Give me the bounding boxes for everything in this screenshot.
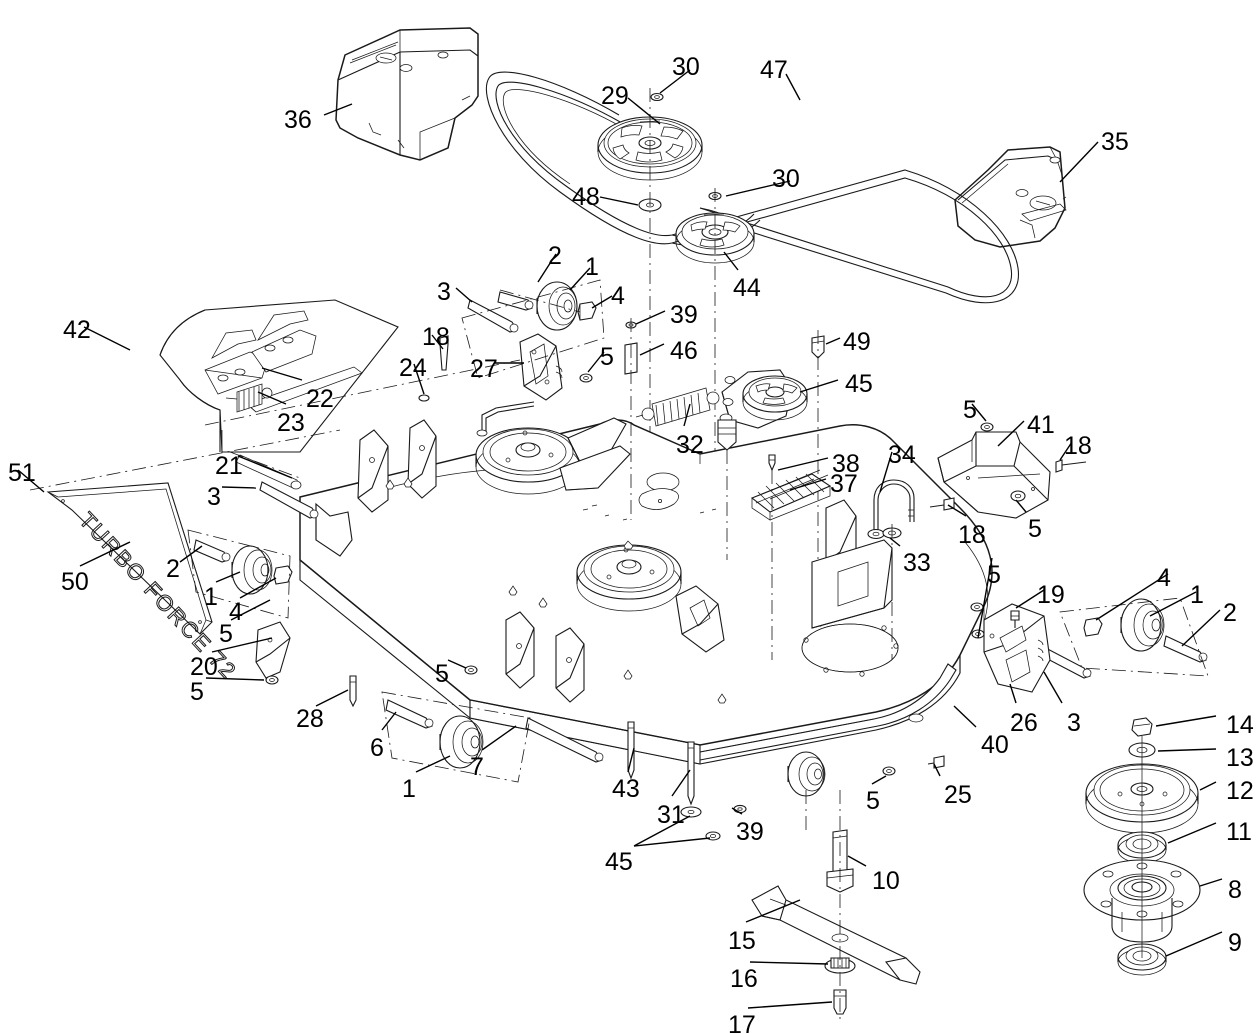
callout-29: 29 (601, 82, 629, 110)
part-idler-arm-45 (717, 369, 808, 560)
callout-12: 12 (1226, 777, 1254, 805)
part-roller-assembly-bottom-left (349, 665, 604, 783)
callout-33: 33 (903, 549, 931, 577)
callout-8: 8 (1228, 876, 1242, 904)
callout-1-top: 1 (585, 253, 599, 281)
part-spring-23 (225, 383, 273, 413)
callout-5-a: 5 (600, 343, 614, 371)
callout-22: 22 (306, 385, 334, 413)
callout-4-left: 4 (229, 598, 243, 626)
callout-32: 32 (676, 431, 704, 459)
callout-44: 44 (733, 274, 761, 302)
callout-51: 51 (8, 459, 36, 487)
callout-23: 23 (277, 409, 305, 437)
callout-50: 50 (61, 568, 89, 596)
callout-5-c: 5 (1028, 515, 1042, 543)
callout-26: 26 (1010, 709, 1038, 737)
callout-11: 11 (1226, 818, 1252, 846)
callout-47: 47 (760, 56, 788, 84)
part-roller-assembly-right (970, 597, 1209, 693)
callout-41: 41 (1027, 411, 1055, 439)
callout-48: 48 (572, 183, 600, 211)
callout-39-upper: 39 (670, 301, 698, 329)
callout-17: 17 (728, 1011, 756, 1034)
callout-2-right: 2 (1223, 599, 1237, 627)
callout-5-f: 5 (190, 678, 204, 706)
callout-45-upper: 45 (845, 370, 873, 398)
callout-2-top: 2 (548, 242, 562, 270)
callout-21: 21 (215, 452, 243, 480)
callout-25: 25 (944, 781, 972, 809)
callout-7: 7 (470, 753, 484, 781)
callout-3-b: 3 (207, 483, 221, 511)
part-spacer-46 (624, 342, 638, 375)
callout-18-c: 18 (958, 521, 986, 549)
part-spindle-assembly (1083, 717, 1201, 976)
callout-5-h: 5 (866, 787, 880, 815)
callout-3-c: 3 (1067, 709, 1081, 737)
callout-3-top: 3 (437, 278, 451, 306)
callout-37: 37 (830, 470, 858, 498)
part-deck-pulley-left (475, 401, 631, 495)
callout-28: 28 (296, 705, 324, 733)
callout-5-e: 5 (219, 620, 233, 648)
part-spring-32 (635, 387, 720, 427)
callout-4-top: 4 (611, 282, 625, 310)
part-chute-deflector-42 (159, 299, 521, 490)
callout-16: 16 (730, 965, 758, 993)
callout-43: 43 (612, 775, 640, 803)
callout-39-lower: 39 (736, 818, 764, 846)
callout-4-right: 4 (1157, 564, 1171, 592)
callout-15: 15 (728, 927, 756, 955)
callout-49: 49 (843, 328, 871, 356)
callout-6: 6 (370, 734, 384, 762)
callout-31: 31 (657, 801, 685, 829)
leader-lines (17, 69, 1223, 1009)
part-rod-34 (867, 479, 915, 660)
deck-fasteners (385, 477, 727, 704)
part-belt-cover-35 (954, 146, 1067, 248)
callout-36: 36 (284, 106, 312, 134)
callout-24: 24 (399, 354, 427, 382)
part-nut-30-top (650, 92, 664, 102)
callout-38: 38 (832, 450, 860, 478)
part-belt-cover-36 (335, 27, 479, 161)
callout-35: 35 (1101, 128, 1129, 156)
part-decal-50: TURBO FORCE 72 (29, 429, 341, 685)
part-bolt-49 (811, 335, 825, 359)
callout-27: 27 (470, 355, 498, 383)
callout-5-b: 5 (963, 396, 977, 424)
callout-5-d: 5 (987, 561, 1001, 589)
callout-34: 34 (888, 441, 916, 469)
callout-13: 13 (1226, 744, 1254, 772)
callout-10: 10 (872, 867, 900, 895)
callout-30-lower: 30 (772, 165, 800, 193)
callout-18-b: 18 (1064, 432, 1092, 460)
callout-1-bottom: 1 (402, 775, 416, 803)
part-roller-assembly-top (418, 279, 605, 402)
callout-20: 20 (190, 653, 218, 681)
callout-42: 42 (63, 316, 91, 344)
callout-19: 19 (1037, 581, 1065, 609)
callout-2-left: 2 (166, 555, 180, 583)
callout-9: 9 (1228, 929, 1242, 957)
deck-front-roller (787, 751, 826, 797)
part-bracket-41 (929, 422, 1087, 519)
part-deck-pulley-center (576, 540, 682, 612)
callout-1-left: 1 (204, 583, 218, 611)
callout-46: 46 (670, 337, 698, 365)
part-blade-assembly (751, 790, 921, 1020)
callout-40: 40 (981, 731, 1009, 759)
callout-18-a: 18 (422, 323, 450, 351)
part-roller-assembly-left (187, 481, 319, 685)
part-drive-belt-47 (485, 71, 1019, 304)
callout-14: 14 (1226, 711, 1254, 739)
callout-45-lower: 45 (605, 848, 633, 876)
callout-30-top: 30 (672, 53, 700, 81)
callout-1-right: 1 (1190, 581, 1204, 609)
callout-5-g: 5 (435, 660, 449, 688)
